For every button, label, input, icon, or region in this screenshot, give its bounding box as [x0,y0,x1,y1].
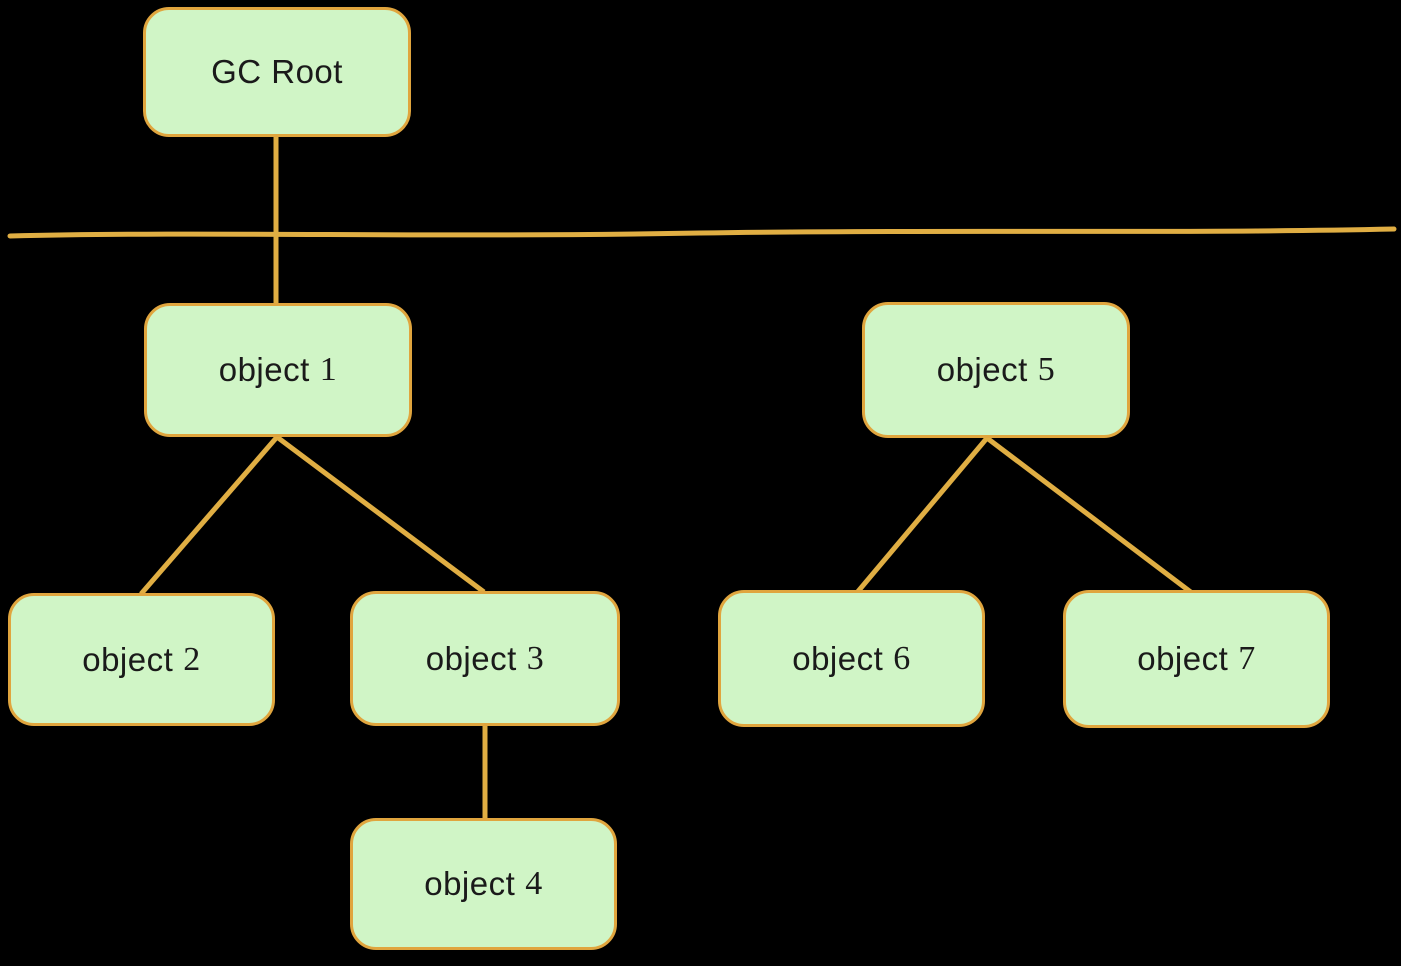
node-object-2-label: object [82,640,174,678]
node-object-3-label: object [425,639,517,677]
node-object-6-number: 6 [893,639,911,677]
node-object-2: object 2 [8,593,275,726]
node-object-7: object 7 [1063,590,1330,728]
node-object-4: object 4 [350,818,617,950]
node-gc-root: GC Root [143,7,411,137]
node-object-7-number: 7 [1238,640,1256,677]
node-object-1-number: 1 [319,351,338,388]
node-object-3: object 3 [350,591,620,726]
node-object-4-label: object [424,865,516,902]
node-object-5-number: 5 [1037,351,1056,388]
node-object-6-label: object [792,639,884,677]
node-object-5-label: object [936,351,1028,388]
node-object-3-number: 3 [526,639,545,677]
divider-line [7,226,1397,239]
edge-object5-object6 [853,436,989,597]
edge-object5-object7 [985,436,1194,595]
node-object-5: object 5 [862,302,1130,438]
node-object-1: object 1 [144,303,412,437]
node-gc-root-label: GC Root [211,53,343,90]
node-object-6: object 6 [718,590,985,727]
edge-object1-object3 [275,434,486,595]
node-object-7-label: object [1137,640,1229,677]
node-object-2-number: 2 [183,640,201,678]
edge-object1-object2 [139,435,279,596]
node-object-4-number: 4 [525,865,543,902]
node-object-1-label: object [218,351,310,388]
